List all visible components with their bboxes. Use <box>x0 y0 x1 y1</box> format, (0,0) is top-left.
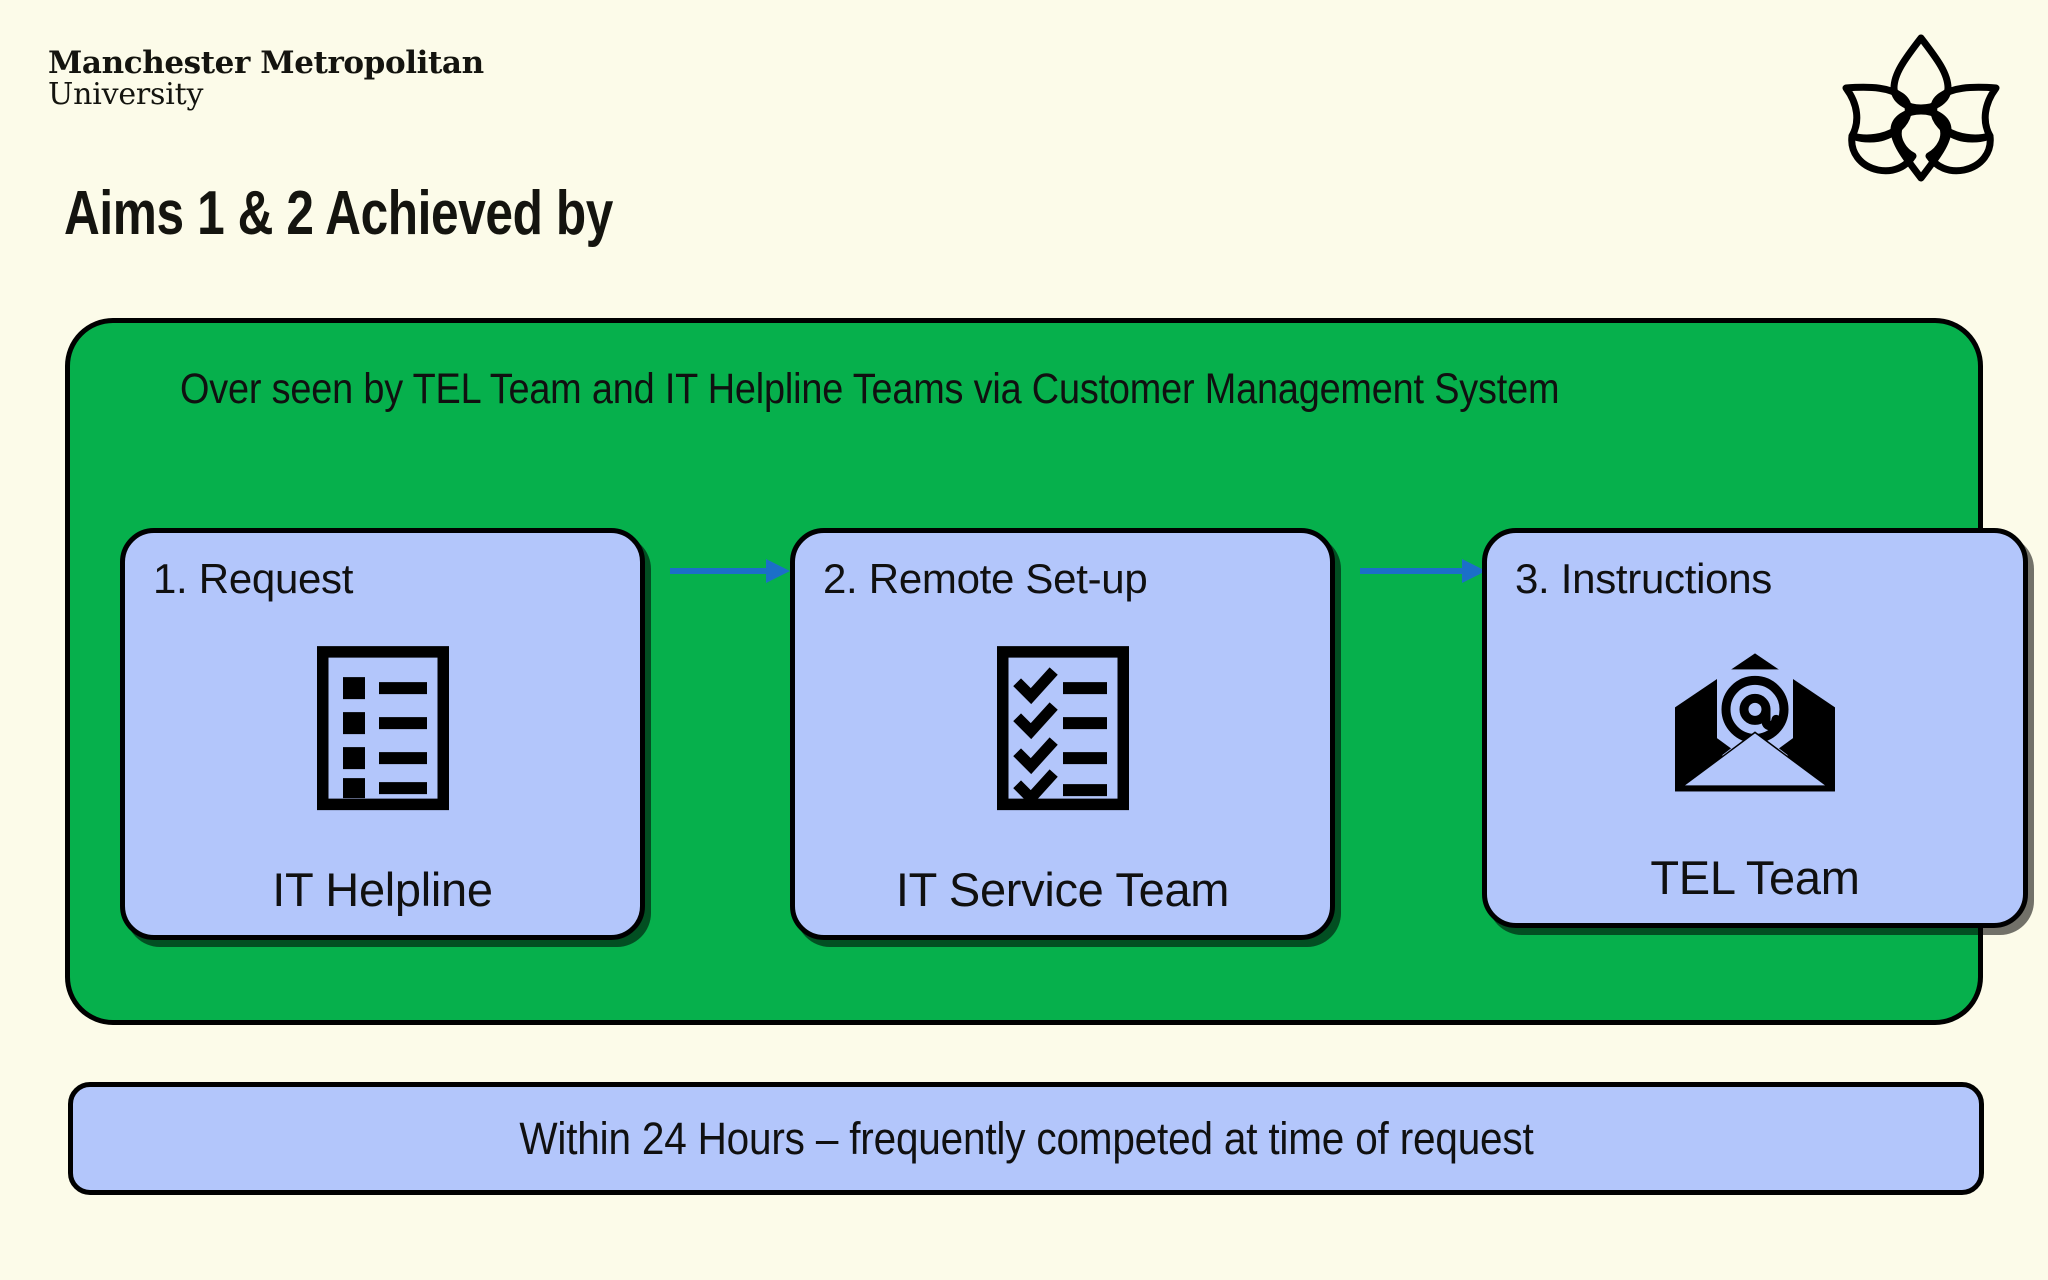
step-3-owner: TEL Team <box>1650 851 1860 904</box>
arrow-shaft <box>1360 568 1464 574</box>
checklist-icon <box>995 644 1130 815</box>
arrow-shaft <box>670 568 768 574</box>
arrow-right-icon <box>1360 559 1486 583</box>
logo-line-2: University <box>48 76 204 112</box>
trefoil-flower-icon <box>1830 26 2012 186</box>
form-list-icon <box>315 644 450 815</box>
oversight-caption: Over seen by TEL Team and IT Helpline Te… <box>180 365 1560 413</box>
step-card-remote-setup[interactable]: 2. Remote Set-up IT Service Team <box>790 528 1335 940</box>
arrow-right-icon <box>670 559 790 583</box>
step-2-owner: IT Service Team <box>895 863 1230 916</box>
open-envelope-at-icon <box>1669 647 1841 802</box>
arrow-head <box>766 559 790 583</box>
step-2-heading: 2. Remote Set-up <box>823 555 1148 602</box>
logo-line-1: Manchester Metropolitan <box>48 45 484 81</box>
turnaround-text: Within 24 Hours – frequently competed at… <box>518 1112 1534 1164</box>
step-1-owner: IT Helpline <box>272 863 493 916</box>
university-logo: Manchester Metropolitan University <box>48 45 484 112</box>
process-container: Over seen by TEL Team and IT Helpline Te… <box>65 318 2028 1025</box>
step-3-heading: 3. Instructions <box>1515 555 1772 602</box>
step-card-instructions[interactable]: 3. Instructions TEL Team <box>1482 528 2028 928</box>
page-title: Aims 1 & 2 Achieved by <box>64 179 613 248</box>
step-1-heading: 1. Request <box>153 555 354 602</box>
step-card-request[interactable]: 1. Request IT Helpline <box>120 528 645 940</box>
turnaround-banner: Within 24 Hours – frequently competed at… <box>68 1082 1984 1195</box>
